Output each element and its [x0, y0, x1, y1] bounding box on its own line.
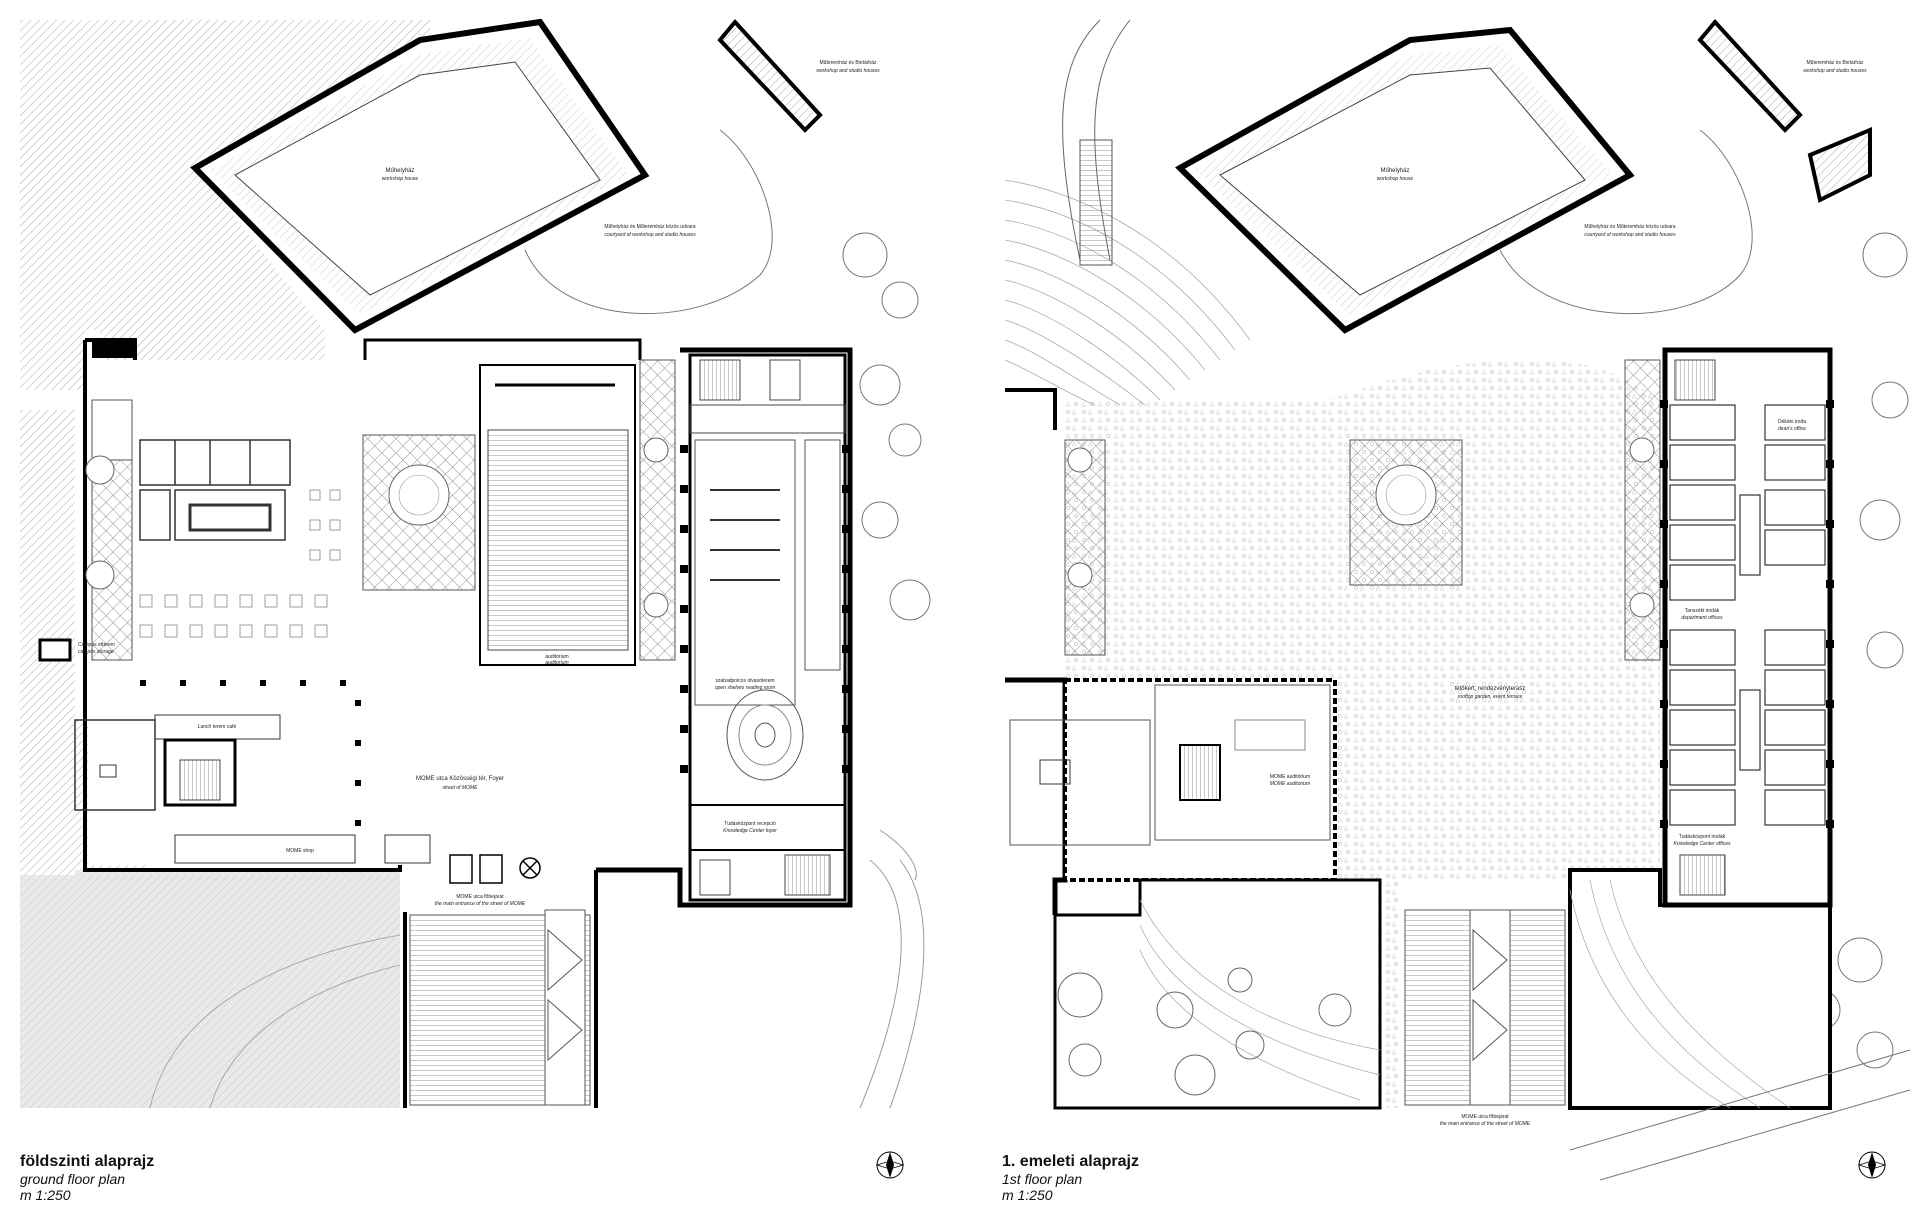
label-reading-room: szabadpolcos olvasóterem [715, 678, 774, 684]
ground-columns [140, 680, 361, 826]
label-muteremhaz-1-en: workshop and studio houses [1803, 68, 1867, 74]
first-top-road [1062, 19, 1131, 266]
workshop-house-ground: Műhelyház workshop house [190, 18, 650, 334]
ground-front-stairs [403, 870, 598, 1108]
trees-ground-right [842, 232, 931, 621]
title-block-first: 1. emeleti alaprajz 1st floor plan m 1:2… [1002, 1153, 1139, 1204]
terrace-tree-box [1349, 439, 1463, 586]
studio-house-fragment-1b [1807, 127, 1872, 203]
ground-buffet: Lunch terem café [74, 714, 281, 811]
north-arrow-ground [875, 1151, 905, 1179]
plan-title-ground: földszinti alaprajz [20, 1153, 155, 1170]
terrain-hatch [20, 20, 430, 390]
label-main-entrance-1: MOME utca főbejárat [1461, 1114, 1509, 1120]
studio-house-fragment [717, 18, 823, 133]
ground-right-wing: szabadpolcos olvasóterem open shelves re… [639, 353, 850, 902]
plan-scale-first: m 1:250 [1002, 1187, 1053, 1204]
ground-left-labels: Campus étterem campus storage [38, 638, 115, 662]
label-dean: Dékáni iroda [1778, 419, 1806, 425]
label-main-entrance-1-en: the main entrance of the street of MOME [1440, 1121, 1531, 1127]
label-muhelyhaz-en: workshop house [382, 176, 419, 182]
label-foyer: MOME auditórium [1270, 774, 1310, 780]
plan-title-first: 1. emeleti alaprajz [1002, 1153, 1139, 1170]
label-knowledge-center-en: Knowledge Center foyer [723, 828, 777, 834]
label-rooftop-en: rooftop garden, event terrace [1458, 694, 1523, 700]
label-muhelyhaz: Műhelyház [385, 168, 414, 174]
workshop-house-first: Műhelyház workshop house [1175, 26, 1635, 334]
plan-subtitle-ground: ground floor plan [20, 1171, 126, 1188]
first-front-lawn [1053, 878, 1382, 1110]
first-left-arcs [1004, 179, 1251, 406]
label-kc-offices: Tudásközpont irodák [1679, 834, 1726, 840]
courtyard-curve [524, 129, 773, 315]
label-departments-en: department offices [1681, 615, 1723, 621]
label-departments: Tanszéki irodák [1685, 608, 1720, 614]
label-knowledge-center: Tudásközpont recepció [724, 821, 776, 827]
plan-subtitle-first: 1st floor plan [1002, 1171, 1083, 1188]
north-arrow-first [1857, 1151, 1887, 1179]
first-floor-plan: Műhelyház workshop house Műhelyház és Mű… [1004, 18, 1911, 1181]
left-entrance-block [85, 340, 134, 661]
label-muteremhaz-1: Műteremház és Biotárház [1807, 60, 1864, 66]
first-foyer-block: MOME auditórium MOME auditorium [1009, 678, 1337, 882]
plan-scale-ground: m 1:250 [20, 1187, 71, 1204]
label-muteremhaz-en: workshop and studio houses [816, 68, 880, 74]
first-bottom-right-field [1568, 868, 1911, 1181]
label-rooftop: tetőkert, rendezvényterasz [1455, 686, 1526, 692]
terrace-paving [1065, 360, 1660, 1108]
label-auditorium-en: auditorium [545, 660, 568, 666]
ground-bottom-contours [149, 934, 401, 1109]
ground-floor-plan: Műhelyház workshop house Műhelyház és Mű… [20, 18, 931, 1179]
label-campus-en: campus storage [78, 649, 114, 655]
landscape-lines-ground [859, 829, 925, 1109]
courtyard-curve-1 [1499, 129, 1753, 315]
label-reading-room-en: open shelves reading room [715, 685, 775, 691]
label-muhelyhaz-1: Műhelyház [1380, 168, 1409, 174]
ground-auditorium: auditórium auditorium [479, 364, 636, 666]
label-udvar-1: Műhelyház és Műteremház közös udvara [1584, 224, 1675, 230]
label-street-en: street of MOME [442, 785, 478, 791]
studio-house-fragment-1 [1697, 18, 1803, 133]
ground-shop: MOME shop [174, 834, 431, 864]
label-muteremhaz: Műteremház és Biotárház [820, 60, 877, 66]
small-rooms-ground [139, 439, 291, 541]
label-udvar: Műhelyház és Műteremház közös udvara [604, 224, 695, 230]
label-foyer-en: MOME auditorium [1270, 781, 1310, 787]
label-main-entrance-en: the main entrance of the street of MOME [435, 901, 526, 907]
title-block-ground: földszinti alaprajz ground floor plan m … [20, 1153, 154, 1204]
label-campus: Campus étterem [78, 642, 115, 648]
label-dean-en: dean's office [1778, 426, 1806, 432]
label-buffet: Lunch terem café [198, 724, 237, 730]
ground-courtyard-tree [362, 434, 476, 591]
label-kc-offices-en: Knowledge Center offices [1674, 841, 1731, 847]
label-shop: MOME shop [286, 848, 314, 854]
first-front-stairs: MOME utca főbejárat the main entrance of… [1404, 909, 1566, 1127]
label-udvar-en: courtyard of workshop and studio houses [604, 232, 696, 238]
label-udvar-1-en: courtyard of workshop and studio houses [1584, 232, 1676, 238]
first-office-wing: Dékáni iroda dean's office Tanszéki irod… [1624, 347, 1834, 908]
label-street: MOME utca Közösségi tér, Foyer [416, 776, 504, 782]
label-muhelyhaz-1-en: workshop house [1377, 176, 1414, 182]
seating-grid-ground [139, 489, 341, 638]
label-auditorium: auditórium [545, 654, 568, 660]
ground-entrance-doors [449, 854, 541, 884]
label-main-entrance: MOME utca főbejárat [456, 894, 504, 900]
